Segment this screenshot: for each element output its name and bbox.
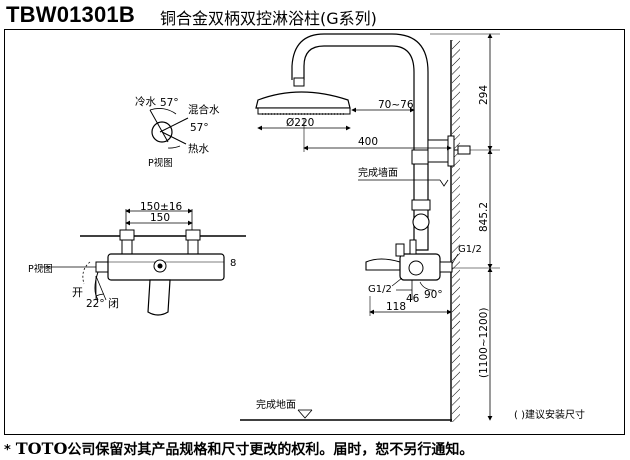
finished-floor-label: 完成地面 [256,398,296,411]
finished-wall-label: 完成墙面 [358,166,398,179]
model-number: TBW01301B [6,2,135,27]
dim-inner-label: 150 [150,212,170,224]
close-label: 闭 [108,297,119,310]
brand-logo-text: TOTO [15,439,68,458]
side-number-label: 8 [230,258,236,269]
front-view-diagram: 150±16 150 8 P视图 开 22° 闭 [28,201,246,316]
footer-disclaimer: * TOTO公司保留对其产品规格和尺寸更改的权利。届时，恕不另行通知。 [4,439,473,459]
dim-outer-label: 150±16 [140,201,183,213]
p-view-caption: P视图 [148,157,173,169]
hot-water-label: 热水 [188,142,209,155]
side-view-diagram: 完成地面 Ø220 70~76 [240,33,585,422]
dim-shower-head-diameter: Ø220 [286,117,314,129]
cold-water-label: 冷水 [135,95,156,108]
dim-riser-height: 845.2 [478,202,490,232]
footer-star: * [4,443,11,458]
product-title: 铜合金双柄双控淋浴柱(G系列) [160,9,377,28]
dim-install-height: (1100~1200) [478,308,490,378]
dim-top-height: 294 [478,85,490,105]
angle-bottom-label: 57° [190,122,209,134]
mixed-water-label: 混合水 [188,103,220,116]
thread-lower-label: G1/2 [368,284,392,295]
angle-22-label: 22° [86,298,105,310]
p-view-diagram: 冷水 57° 混合水 57° 热水 P视图 [135,95,220,169]
dim-90deg-label: 90° [424,289,443,301]
front-p-view-label: P视图 [28,263,53,275]
dim-118-label: 118 [386,301,406,313]
open-label: 开 [72,286,83,299]
thread-upper-label: G1/2 [458,244,482,255]
install-note: ( )建议安装尺寸 [514,408,585,421]
dim-46-label: 46 [406,293,420,305]
dim-arm-length: 400 [358,136,378,148]
footer-text: 公司保留对其产品规格和尺寸更改的权利。届时，恕不另行通知。 [67,442,474,458]
drawing-frame [4,29,625,435]
angle-top-label: 57° [160,97,179,109]
dim-arm-range: 70~76 [378,99,414,111]
